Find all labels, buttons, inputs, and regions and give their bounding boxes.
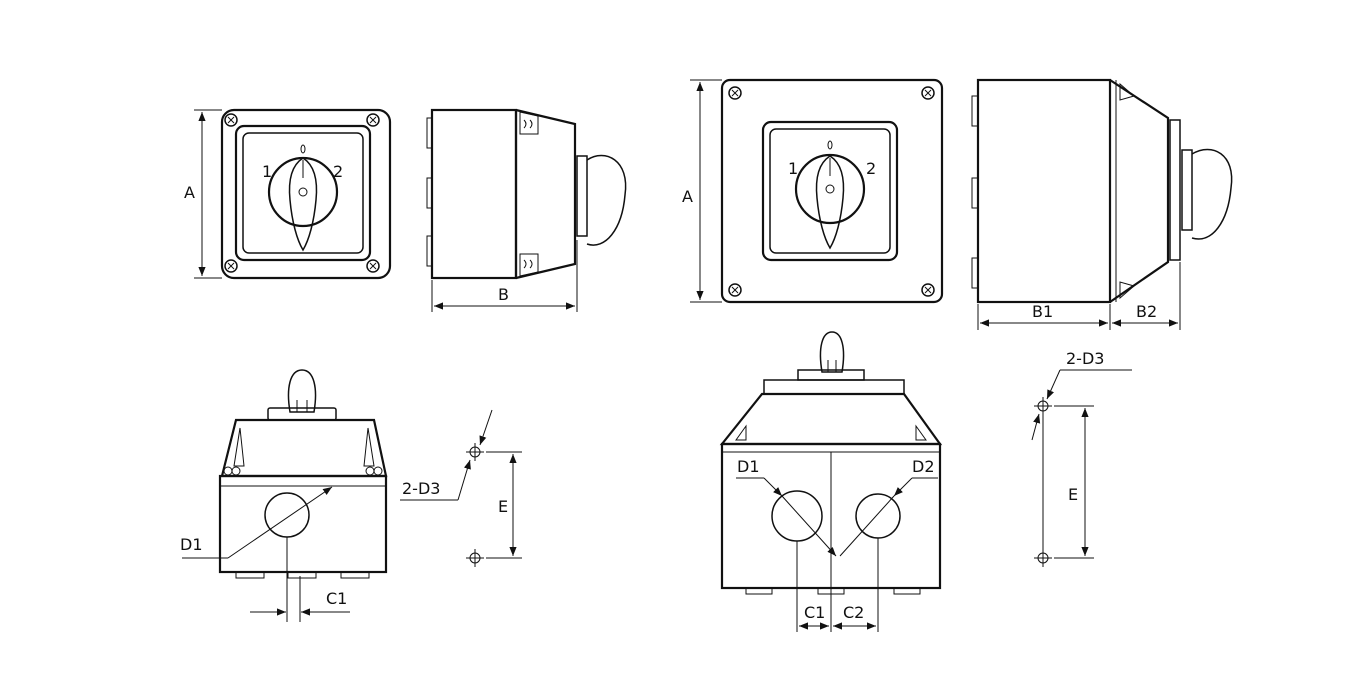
large-front-panel-outer xyxy=(761,120,899,262)
small-side-knob xyxy=(586,154,627,246)
screw-icon xyxy=(224,259,238,273)
large-dim-c1-label: C1 xyxy=(804,603,825,622)
large-dim-d2-label: D2 xyxy=(912,457,935,476)
mounting-hole-icon xyxy=(1033,396,1053,416)
small-side-knob-base xyxy=(576,155,588,237)
large-front-panel-inner xyxy=(769,128,891,254)
small-front-housing xyxy=(220,108,392,280)
small-side-body xyxy=(430,108,518,280)
small-position-0-mark xyxy=(300,144,306,154)
small-front-panel-inner xyxy=(242,132,364,254)
small-position-2-label: 2 xyxy=(333,162,343,181)
large-dim-b2-label: B2 xyxy=(1136,302,1157,321)
screw-icon xyxy=(921,86,935,100)
large-position-1-label: 1 xyxy=(788,159,798,178)
large-bottom-view: D1 D2 C1 C2 xyxy=(719,331,943,632)
small-front-panel-outer xyxy=(234,124,372,262)
small-bottom-bezel xyxy=(220,418,388,478)
small-cable-entry-d1 xyxy=(264,492,310,538)
small-bottom-body xyxy=(218,474,388,574)
small-dim-d1-leader xyxy=(227,486,333,559)
large-bottom-bezel xyxy=(719,392,943,446)
small-dim-d1-label: D1 xyxy=(180,535,203,554)
small-mounting-view: 2-D3 E xyxy=(400,409,522,568)
large-front-view: 1 2 A xyxy=(682,78,944,304)
small-side-view: B xyxy=(426,108,627,312)
large-dim-b1-label: B1 xyxy=(1032,302,1053,321)
large-side-view: B1 B2 xyxy=(971,78,1233,330)
small-dim-b-label: B xyxy=(498,285,509,304)
large-cable-entry-d1 xyxy=(771,490,823,542)
large-dim-d2-leader xyxy=(839,495,895,557)
large-dim-d1-leader xyxy=(781,495,837,557)
large-side-bezel xyxy=(1109,79,1170,303)
large-side-knob-base xyxy=(1181,149,1193,231)
screw-icon xyxy=(921,283,935,297)
large-rotary-knob xyxy=(794,153,866,250)
screw-icon xyxy=(728,86,742,100)
small-position-1-label: 1 xyxy=(262,162,272,181)
large-bottom-knob xyxy=(819,331,845,373)
small-bottom-view: D1 C1 xyxy=(180,369,388,622)
screw-icon xyxy=(728,283,742,297)
large-dim-2d3-label: 2-D3 xyxy=(1066,349,1104,368)
knob-pivot-icon xyxy=(298,187,308,197)
small-rotary-knob xyxy=(267,156,339,252)
small-side-bezel xyxy=(515,108,577,280)
mounting-hole-icon xyxy=(465,548,485,568)
screw-icon xyxy=(366,259,380,273)
screw-icon xyxy=(224,113,238,127)
small-dim-c1-label: C1 xyxy=(326,589,347,608)
large-dim-e-label: E xyxy=(1068,485,1078,504)
large-mounting-view: 2-D3 E xyxy=(1031,349,1132,568)
small-bottom-knob xyxy=(287,369,317,413)
large-dim-2d3-leader xyxy=(1046,369,1061,400)
large-side-knob xyxy=(1191,148,1233,240)
small-front-view: 1 2 A xyxy=(184,108,392,280)
small-dim-e-label: E xyxy=(498,497,508,516)
large-position-2-label: 2 xyxy=(866,159,876,178)
large-front-housing xyxy=(720,78,944,304)
large-position-0-mark xyxy=(827,140,833,150)
large-dim-a-label: A xyxy=(682,187,693,206)
large-dim-d1-label: D1 xyxy=(737,457,760,476)
mounting-hole-icon xyxy=(1033,548,1053,568)
small-dim-a-label: A xyxy=(184,183,195,202)
knob-pivot-icon xyxy=(825,184,835,194)
large-dim-c2-label: C2 xyxy=(843,603,864,622)
large-side-body xyxy=(976,78,1112,304)
mounting-hole-icon xyxy=(465,442,485,462)
small-dim-2d3-label: 2-D3 xyxy=(402,479,440,498)
screw-icon xyxy=(366,113,380,127)
